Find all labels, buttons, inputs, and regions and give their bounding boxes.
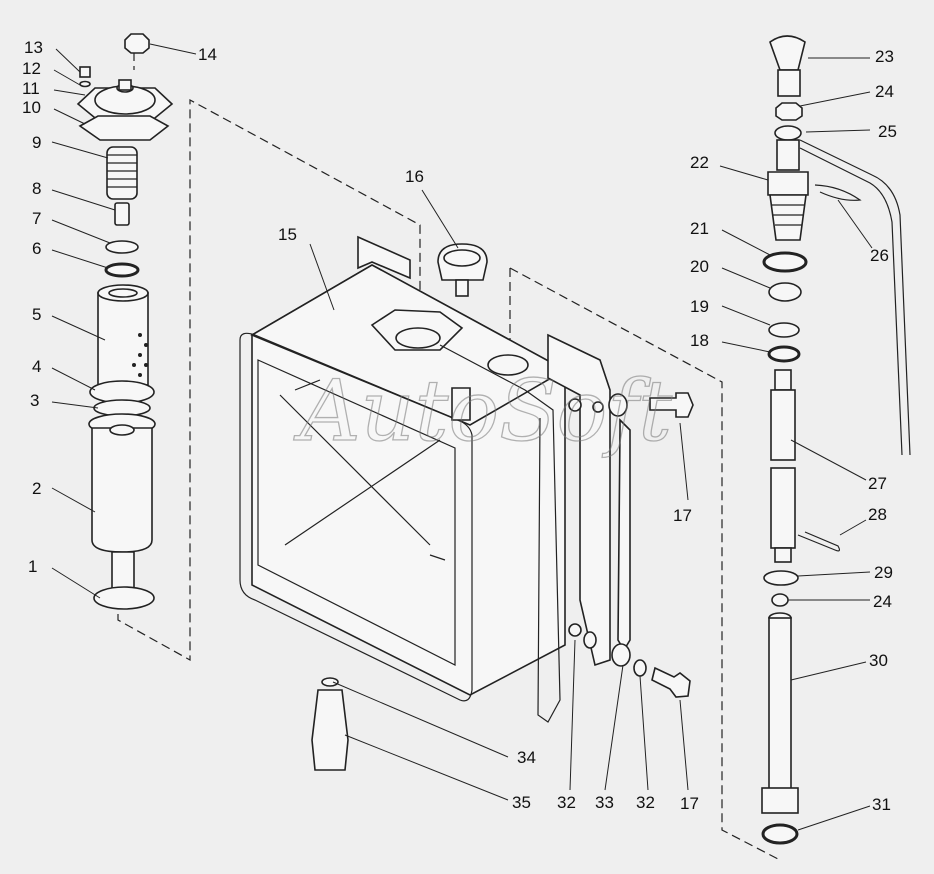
label-14: 14 — [198, 45, 217, 64]
part-13-bolt — [79, 66, 91, 78]
label-27: 27 — [868, 474, 887, 493]
label-1: 1 — [28, 557, 37, 576]
label-28: 28 — [868, 505, 887, 524]
label-35: 35 — [512, 793, 531, 812]
part-12-washer — [79, 80, 91, 88]
label-10: 10 — [22, 98, 41, 117]
label-17-top: 17 — [673, 506, 692, 525]
drain-plug — [311, 677, 349, 771]
label-22: 22 — [690, 153, 709, 172]
part-35-plug — [311, 689, 349, 771]
part-24-nut-top — [775, 102, 803, 121]
label-9: 9 — [32, 133, 41, 152]
part-27-rod — [770, 369, 796, 563]
part-18-ring — [767, 345, 801, 363]
label-30: 30 — [869, 651, 888, 670]
label-3: 3 — [30, 391, 39, 410]
label-29: 29 — [874, 563, 893, 582]
part-31-ring — [761, 823, 799, 845]
label-32-right: 32 — [636, 793, 655, 812]
part-25-ring — [774, 125, 802, 141]
leader-lines — [51, 43, 873, 831]
label-16: 16 — [405, 167, 424, 186]
vent-pipe — [799, 139, 911, 456]
part-23-stem — [777, 69, 801, 97]
label-2: 2 — [32, 479, 41, 498]
label-26: 26 — [870, 246, 889, 265]
part-20-washer — [768, 282, 802, 302]
part-8-bushing — [114, 202, 130, 226]
part-1-base — [93, 586, 155, 610]
part-14-nut — [124, 33, 150, 54]
part-5-filter-element — [97, 284, 149, 386]
sensor-assembly — [761, 35, 911, 845]
part-28-cotter-pin — [797, 531, 841, 552]
label-24-bottom: 24 — [873, 592, 892, 611]
label-33: 33 — [595, 793, 614, 812]
part-16-filler-cap — [437, 243, 488, 297]
part-9-spring — [106, 146, 138, 200]
part-32-washer-left — [583, 631, 597, 649]
part-10-gasket — [78, 115, 170, 141]
part-34-gasket — [321, 677, 339, 687]
label-32-left: 32 — [557, 793, 576, 812]
part-33-fuel-line — [608, 393, 631, 667]
part-7-washer — [105, 240, 139, 254]
part-2-housing — [88, 413, 156, 596]
part-22-fitting — [767, 139, 809, 241]
part-6-ring — [104, 262, 140, 278]
label-25: 25 — [878, 122, 897, 141]
filter-assembly — [76, 33, 174, 610]
part-11-cover — [76, 79, 174, 123]
label-13: 13 — [24, 38, 43, 57]
label-15: 15 — [278, 225, 297, 244]
watermark: AutoSoft — [293, 362, 672, 460]
part-23-knob — [769, 35, 806, 71]
callout-labels: 13 12 11 10 9 8 7 6 5 4 3 2 1 14 15 16 1… — [22, 38, 897, 814]
label-17-bottom: 17 — [680, 794, 699, 813]
fasteners-and-line — [583, 392, 694, 698]
label-8: 8 — [32, 179, 41, 198]
label-20: 20 — [690, 257, 709, 276]
label-7: 7 — [32, 209, 41, 228]
label-34: 34 — [517, 748, 536, 767]
label-24-top: 24 — [875, 82, 894, 101]
part-17-bolt-top — [649, 392, 694, 418]
part-21-ring — [762, 251, 808, 273]
part-29-washer — [763, 570, 799, 586]
part-26-clip — [814, 184, 862, 201]
label-11: 11 — [22, 79, 40, 98]
label-5: 5 — [32, 305, 41, 324]
part-17-bolt-bottom — [651, 666, 691, 698]
label-23: 23 — [875, 47, 894, 66]
label-12: 12 — [22, 59, 41, 78]
label-21: 21 — [690, 219, 709, 238]
label-19: 19 — [690, 297, 709, 316]
part-15-tank — [239, 235, 611, 723]
part-32-washer — [633, 659, 647, 677]
part-19-washer — [768, 322, 800, 338]
label-4: 4 — [32, 357, 41, 376]
label-18: 18 — [690, 331, 709, 350]
part-24-nut-bottom — [771, 593, 789, 607]
label-31: 31 — [872, 795, 891, 814]
label-6: 6 — [32, 239, 41, 258]
part-30-tube — [761, 612, 799, 814]
